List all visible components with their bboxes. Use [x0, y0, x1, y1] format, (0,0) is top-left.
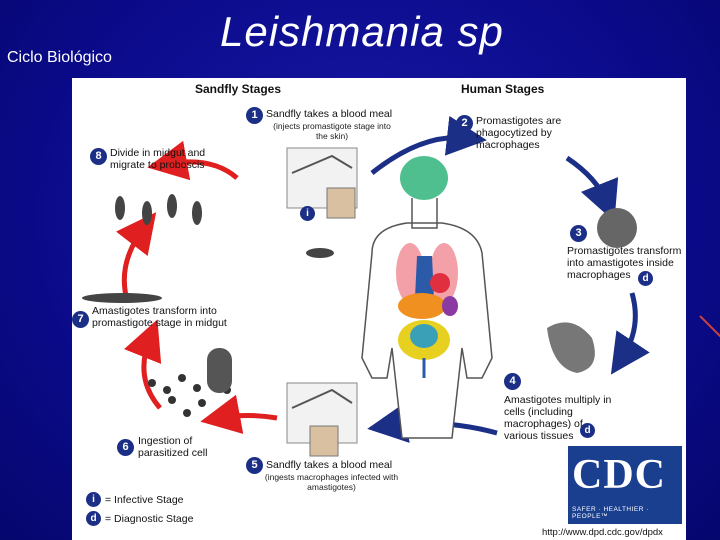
legend-diagnostic-icon: d	[86, 511, 101, 526]
step-1-sublabel: (injects promastigote stage into the ski…	[273, 121, 391, 141]
step-3-diagnostic-marker: d	[638, 271, 653, 286]
step-8-label: Divide in midgut and migrate to probosci…	[110, 147, 206, 171]
legend-infective-icon: i	[86, 492, 101, 507]
arrow-step3-to-4	[610, 292, 650, 375]
arrow-step7-to-8	[115, 212, 157, 301]
step-7-label: Amastigotes transform into promastigote …	[92, 305, 227, 329]
step-5-badge: 5	[246, 457, 263, 474]
step-2-label: Promastigotes are phagocytized by macrop…	[476, 115, 562, 151]
step-3-label: Promastigotes transform into amastigotes…	[567, 245, 682, 281]
arrow-step2-to-3	[565, 155, 619, 222]
step-6-badge: 6	[117, 439, 134, 456]
side-label: Ciclo Biológico	[7, 49, 112, 66]
slide-title: Leishmania sp	[220, 8, 504, 55]
step-5-sublabel: (ingests macrophages infected with amast…	[264, 472, 399, 492]
step-2-badge: 2	[456, 115, 473, 132]
cdc-logo-letters: CDC	[572, 452, 666, 498]
step-1-label: Sandfly takes a blood meal	[266, 108, 393, 120]
step-4-diagnostic-marker: d	[580, 423, 595, 438]
step-1-infective-marker: i	[300, 206, 315, 221]
step-4-badge: 4	[504, 373, 521, 390]
lifecycle-diagram: Sandfly Stages Human Stages 1 Sandfly ta…	[72, 78, 686, 540]
step-1-badge: 1	[246, 107, 263, 124]
sandfly-stages-header: Sandfly Stages	[195, 82, 282, 96]
lifecycle-illustration	[82, 115, 650, 457]
human-stages-header: Human Stages	[461, 82, 545, 96]
arrow-step1-to-8	[147, 140, 239, 181]
legend-infective-label: = Infective Stage	[105, 494, 184, 506]
step-7-badge: 7	[72, 311, 89, 328]
arrow-step1-to-2	[370, 115, 487, 175]
step-6-label: Ingestion of parasitized cell	[138, 435, 208, 459]
step-8-badge: 8	[90, 148, 107, 165]
cdc-logo: CDC SAFER · HEALTHIER · PEOPLE™	[568, 446, 682, 524]
step-4-label: Amastigotes multiply in cells (including…	[504, 394, 612, 442]
cdc-url: http://www.dpd.cdc.gov/dpdx	[542, 527, 663, 538]
step-5-label: Sandfly takes a blood meal	[266, 459, 393, 471]
cdc-logo-tagline: SAFER · HEALTHIER · PEOPLE™	[572, 506, 649, 520]
arrow-step6-to-7	[124, 319, 162, 410]
legend-diagnostic-label: = Diagnostic Stage	[105, 513, 194, 525]
arrow-step5-to-6	[200, 394, 278, 435]
step-3-badge: 3	[570, 225, 587, 242]
